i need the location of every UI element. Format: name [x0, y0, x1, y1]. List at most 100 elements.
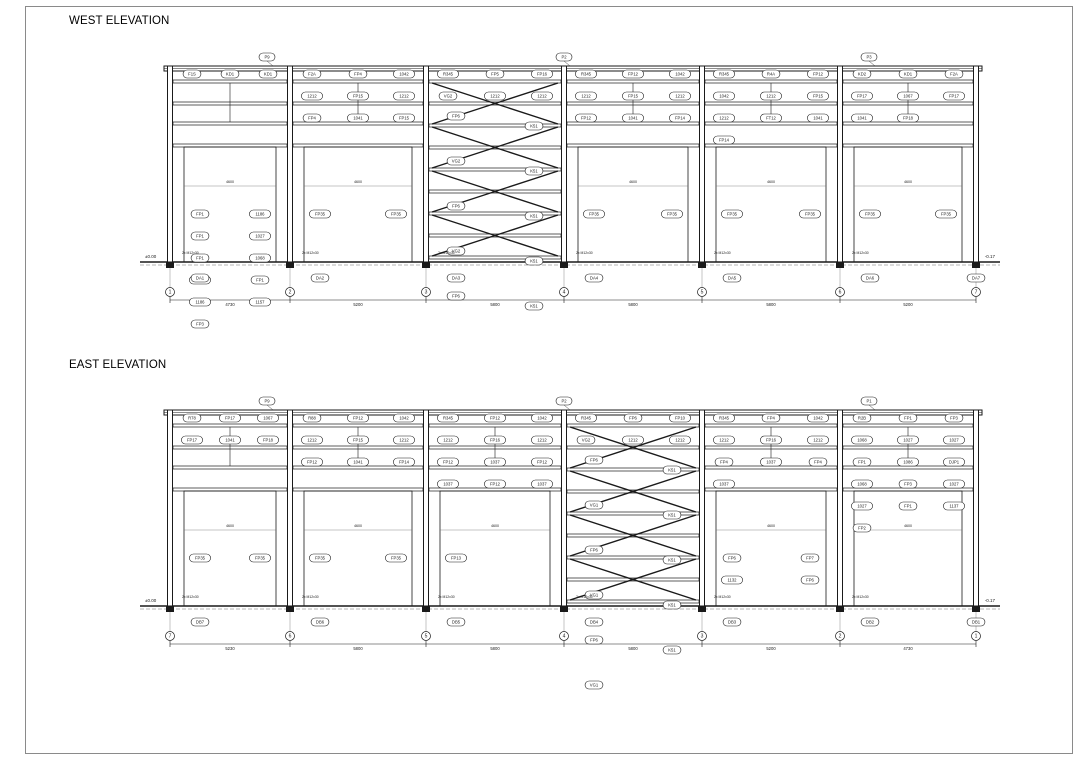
bolt-note: 2x M12x30 — [852, 251, 869, 255]
member-tag-bubble — [799, 209, 821, 219]
member-tag-bubble — [393, 435, 415, 445]
member-tag: FP12 — [581, 115, 592, 120]
column — [167, 65, 173, 263]
column — [561, 409, 567, 607]
member-tag-bubble — [584, 500, 604, 510]
beam — [704, 423, 838, 428]
column — [423, 65, 429, 263]
beam — [704, 143, 838, 148]
opening-width: 4600 — [904, 180, 912, 184]
grid-bubble — [559, 631, 569, 641]
member-tag: 1212 — [675, 437, 685, 442]
member-tag: 1212 — [490, 93, 500, 98]
member-tag: F2A — [950, 71, 958, 76]
member-tag-bubble — [446, 156, 466, 166]
base-tag-bubble — [966, 617, 986, 627]
member-tag: 1041 — [353, 459, 363, 464]
member-tag: R88 — [308, 415, 316, 420]
member-tag: FP14 — [399, 459, 410, 464]
member-tag-bubble — [258, 69, 278, 79]
grid-bubble — [971, 287, 981, 297]
member-tag: FP18 — [903, 115, 914, 120]
member-tag: R345 — [719, 71, 730, 76]
member-tag: K51 — [668, 557, 676, 562]
member-tag-bubble — [189, 553, 211, 563]
member-tag-bubble — [807, 69, 829, 79]
member-tag-bubble — [661, 209, 683, 219]
base-tag-bubble — [584, 273, 604, 283]
base-plate — [698, 262, 706, 268]
member-tag-bubble — [622, 69, 644, 79]
opening-width: 4600 — [491, 524, 499, 528]
beam — [292, 487, 424, 492]
opening-frame — [853, 490, 963, 607]
bay-dimension: 5230 — [225, 646, 235, 651]
grid-label: 1 — [975, 634, 978, 640]
member-tag: FP12 — [813, 71, 824, 76]
member-tag: FP2 — [858, 525, 866, 530]
member-tag-bubble — [898, 479, 918, 489]
member-tag: FP12 — [490, 415, 501, 420]
base-tag: DB6 — [316, 619, 325, 624]
beam — [172, 121, 288, 126]
member-tag-bubble — [807, 413, 829, 423]
member-tag-bubble — [800, 575, 820, 585]
member-tag-bubble — [524, 211, 544, 221]
bay-dimension: 5800 — [628, 302, 638, 307]
bay-dimension: 5800 — [490, 646, 500, 651]
member-tag-bubble — [761, 413, 781, 423]
bay-1: 4600F1SKD1KD1FP11186FP11027FP11068DJP1FP… — [172, 69, 288, 329]
member-tag-bubble — [531, 91, 553, 101]
member-tag: VG1 — [590, 592, 599, 597]
member-tag: FP6 — [629, 415, 637, 420]
top-member-label: P9 — [264, 54, 270, 59]
member-tag: 1212 — [307, 437, 317, 442]
member-tag-bubble — [531, 413, 553, 423]
opening-frame — [303, 490, 413, 607]
base-tag: DB2 — [866, 619, 875, 624]
member-tag: FT12 — [766, 115, 776, 120]
member-tag-bubble — [190, 253, 210, 263]
member-tag: 1042 — [399, 71, 409, 76]
base-tag: DB7 — [196, 619, 205, 624]
bay-dimension: 5200 — [766, 646, 776, 651]
member-tag: FP17 — [949, 93, 960, 98]
opening-frame — [715, 146, 827, 263]
member-tag-bubble — [897, 91, 919, 101]
bolt-note: 2x M12x30 — [182, 595, 199, 599]
member-tag: K51 — [668, 602, 676, 607]
member-tag-bubble — [669, 435, 691, 445]
member-tag-bubble — [302, 69, 322, 79]
member-tag-bubble — [189, 297, 211, 307]
base-plate — [422, 606, 430, 612]
column — [561, 65, 567, 263]
member-tag: FP17 — [187, 437, 198, 442]
member-tag: 1212 — [537, 437, 547, 442]
member-tag: 1212 — [719, 115, 729, 120]
member-tag: 1212 — [581, 93, 591, 98]
member-tag-bubble — [584, 590, 604, 600]
member-tag: 1037 — [766, 459, 776, 464]
member-tag-bubble — [852, 69, 872, 79]
member-tag-bubble — [393, 69, 415, 79]
grid-bubble — [835, 631, 845, 641]
member-tag-bubble — [302, 113, 322, 123]
member-tag: 1042 — [537, 415, 547, 420]
member-tag-bubble — [524, 256, 544, 266]
beam — [172, 79, 288, 84]
beam — [172, 423, 288, 428]
grid-bubble — [165, 287, 175, 297]
opening-width: 4600 — [629, 180, 637, 184]
beam — [292, 121, 424, 126]
member-tag-bubble — [662, 465, 682, 475]
bolt-note: 2x M12x30 — [182, 251, 199, 255]
opening-frame — [853, 146, 963, 263]
member-tag-bubble — [309, 553, 331, 563]
member-tag: FP35 — [589, 211, 600, 216]
member-tag: VG2 — [452, 248, 461, 253]
